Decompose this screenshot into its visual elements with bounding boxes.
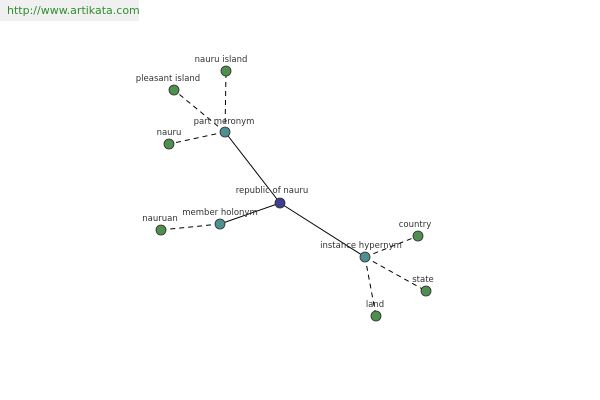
node-label-root[interactable]: republic of nauru — [236, 186, 309, 196]
node-label-pleasant-island[interactable]: pleasant island — [136, 74, 200, 84]
node-label-nauru[interactable]: nauru — [157, 128, 182, 138]
node-part[interactable]: part meronym — [194, 117, 255, 138]
node-dot-instance[interactable] — [359, 251, 371, 263]
node-label-part[interactable]: part meronym — [194, 117, 255, 127]
node-nauru[interactable]: nauru — [157, 128, 182, 150]
node-dot-state[interactable] — [420, 285, 432, 297]
node-dot-part[interactable] — [219, 126, 231, 138]
edge-member-to-nauruan — [160, 223, 221, 231]
edge-instance-to-state — [364, 256, 427, 292]
node-root[interactable]: republic of nauru — [236, 186, 309, 209]
edge-root-to-member — [219, 202, 281, 225]
node-label-member[interactable]: member holonym — [182, 208, 257, 218]
node-land[interactable]: land — [366, 300, 384, 322]
node-country[interactable]: country — [399, 220, 432, 242]
node-nauru-island[interactable]: nauru island — [195, 55, 248, 77]
node-dot-nauru-island[interactable] — [220, 65, 232, 77]
node-dot-nauruan[interactable] — [155, 224, 167, 236]
edge-part-to-nauru_island — [224, 70, 227, 133]
edge-root-to-instance — [279, 202, 366, 258]
edge-part-to-nauru — [168, 131, 226, 145]
node-label-nauruan[interactable]: nauruan — [142, 214, 177, 224]
node-instance[interactable]: instance hypernym — [320, 241, 402, 263]
edge-part-to-pleasant_island — [173, 89, 226, 133]
edges-layer — [160, 70, 427, 317]
node-dot-country[interactable] — [412, 230, 424, 242]
node-label-country[interactable]: country — [399, 220, 432, 230]
node-dot-pleasant-island[interactable] — [168, 84, 180, 96]
nodes-layer: republic of nauru part meronym member holo… — [136, 55, 434, 322]
node-pleasant-island[interactable]: pleasant island — [136, 74, 200, 96]
node-state[interactable]: state — [412, 275, 434, 297]
node-label-land[interactable]: land — [366, 300, 384, 310]
node-nauruan[interactable]: nauruan — [142, 214, 178, 236]
node-label-nauru-island[interactable]: nauru island — [195, 55, 248, 65]
node-label-instance[interactable]: instance hypernym — [320, 241, 402, 251]
edge-instance-to-country — [364, 235, 419, 258]
source-url[interactable]: http://www.artikata.com — [0, 0, 140, 21]
edge-instance-to-land — [364, 256, 377, 317]
node-dot-root[interactable] — [274, 197, 286, 209]
edge-root-to-part — [224, 131, 281, 204]
node-dot-land[interactable] — [370, 310, 382, 322]
node-member[interactable]: member holonym — [182, 208, 258, 230]
node-dot-nauru[interactable] — [163, 138, 175, 150]
node-label-state[interactable]: state — [412, 275, 434, 285]
node-dot-member[interactable] — [214, 218, 226, 230]
